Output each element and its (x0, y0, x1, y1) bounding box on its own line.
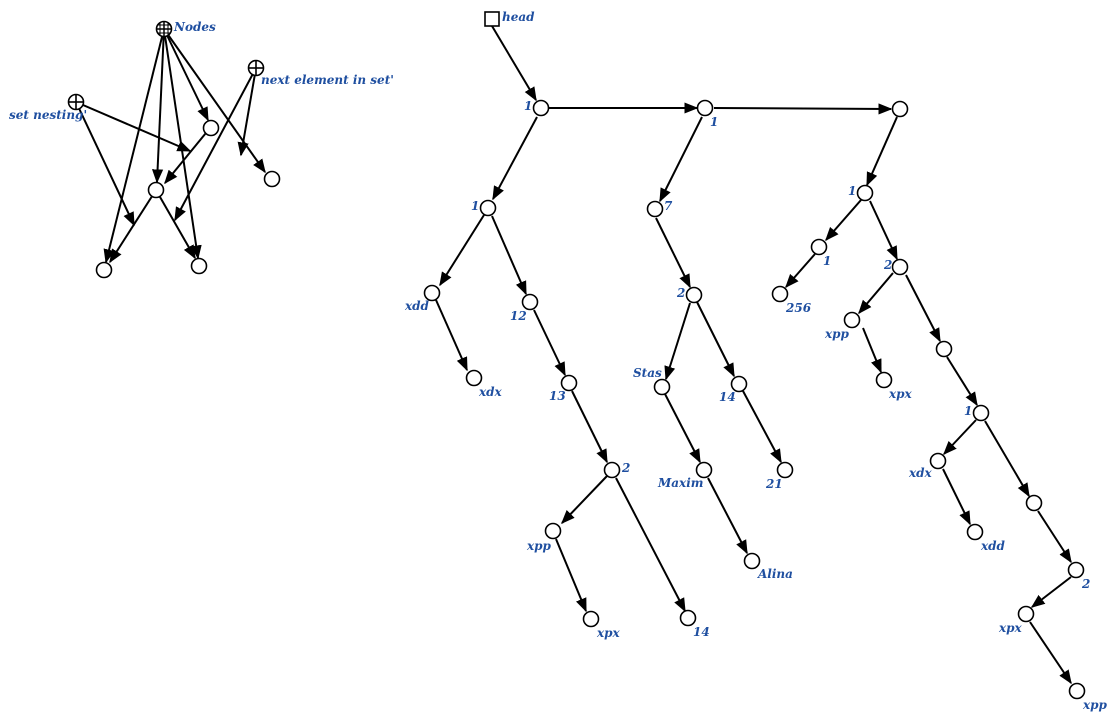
node-label: xdx (908, 466, 933, 480)
node-label: 1 (848, 184, 856, 198)
tree-node (810, 238, 828, 256)
tree-node (423, 284, 441, 302)
tree-node (730, 375, 748, 393)
legend-edge (163, 28, 209, 122)
tree-node (856, 184, 874, 202)
tree-node (891, 100, 909, 118)
legend-edge (151, 28, 165, 184)
node-label: 21 (765, 477, 783, 491)
tree-node (532, 99, 550, 117)
node-label: xpp (1082, 698, 1108, 712)
legend-edge (237, 67, 257, 157)
legend-node (190, 257, 208, 275)
node-label: 2 (883, 258, 892, 272)
tree-node (935, 340, 953, 358)
tree-node (929, 452, 947, 470)
legend-edge (164, 127, 211, 185)
tree-node (679, 609, 697, 627)
node-label: xpp (824, 327, 850, 341)
tree-node (653, 378, 671, 396)
tree-node (1025, 494, 1043, 512)
legend-edge (75, 101, 135, 227)
legend-label-next-element: next element in set' (261, 73, 394, 87)
legend-edge (155, 189, 196, 260)
tree-node (479, 199, 497, 217)
tree-node (696, 99, 714, 117)
head-node (484, 11, 500, 27)
legend-edge (174, 67, 257, 222)
tree-node (743, 552, 761, 570)
legend-label-nodes: Nodes (173, 20, 216, 34)
tree-edges (435, 25, 1072, 685)
tree-node (465, 369, 483, 387)
tree-node (972, 404, 990, 422)
tree-node (1068, 682, 1086, 700)
tree-node (582, 610, 600, 628)
node-label: 1 (471, 199, 479, 213)
legend-edge (109, 189, 157, 264)
tree-node (771, 285, 789, 303)
tree-labels: 1 1 1 xdd xdx 12 13 2 xpp xpx 14 7 2 Sta… (404, 99, 1108, 712)
tree-diagram: head (404, 10, 1108, 712)
tree-node (521, 293, 539, 311)
legend-node (202, 119, 220, 137)
tree-node (966, 523, 984, 541)
node-label: 2 (676, 286, 685, 300)
node-label: xpp (526, 539, 552, 553)
node-label: 256 (785, 301, 812, 315)
node-label: 1 (710, 115, 718, 129)
tree-node (1067, 561, 1085, 579)
node-label: Stas (633, 366, 662, 380)
head-label: head (502, 10, 535, 24)
legend-node (147, 181, 165, 199)
node-label: 1 (823, 254, 831, 268)
legend-label-set-nesting: set nesting' (9, 108, 87, 122)
node-label: xpx (596, 626, 621, 640)
tree-node (544, 522, 562, 540)
node-label: Alina (757, 567, 793, 581)
legend-next-root (247, 59, 265, 77)
node-label: xdx (478, 385, 503, 399)
tree-nodes (423, 99, 1086, 700)
node-label: 7 (664, 199, 673, 213)
tree-node (1017, 605, 1035, 623)
tree-node (685, 286, 703, 304)
tree-node (776, 461, 794, 479)
node-label: 2 (621, 461, 630, 475)
legend-nesting-root (67, 93, 85, 111)
legend-diagram: Nodes next element in set' set nesting' (9, 20, 394, 279)
node-label: Maxim (657, 476, 703, 490)
node-label: 14 (719, 390, 736, 404)
node-label: xdd (980, 539, 1006, 553)
tree-node (646, 200, 664, 218)
node-label: 1 (524, 99, 532, 113)
node-label: xpx (998, 621, 1023, 635)
tree-node (843, 311, 861, 329)
tree-node (695, 461, 713, 479)
legend-edge (103, 28, 165, 264)
legend-edge (75, 101, 192, 152)
tree-node (891, 258, 909, 276)
node-label: xpx (888, 387, 913, 401)
node-label: xdd (404, 299, 430, 313)
node-label: 1 (964, 404, 972, 418)
node-label: 13 (549, 389, 566, 403)
legend-node (95, 261, 113, 279)
tree-node (875, 371, 893, 389)
legend-node (263, 170, 281, 188)
legend-nodes-root (155, 20, 173, 38)
node-label: 2 (1081, 577, 1090, 591)
node-label: 12 (510, 309, 527, 323)
node-label: 14 (693, 625, 710, 639)
tree-node (603, 461, 621, 479)
tree-node (560, 374, 578, 392)
legend-edges (75, 28, 266, 264)
